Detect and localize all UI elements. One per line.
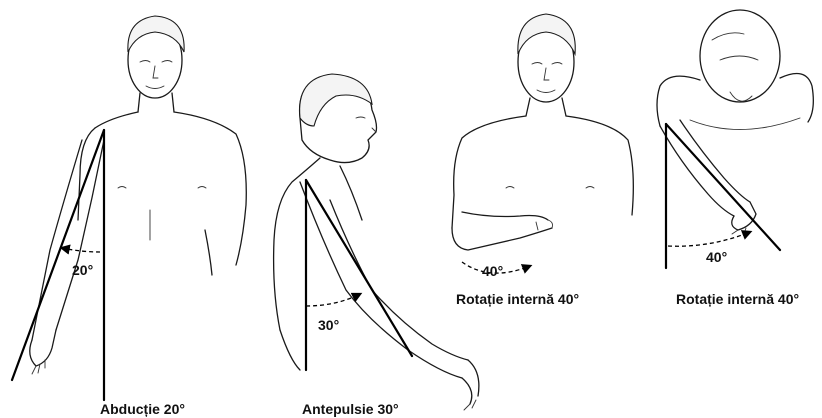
rotatie-top-caption: Rotație internă 40° — [676, 291, 799, 307]
figure-abductie: 20° Abducție 20° — [12, 16, 246, 417]
abductie-angle-label: 20° — [72, 262, 93, 278]
rotatie-front-angle-label: 40° — [482, 263, 503, 279]
rotatie-front-caption: Rotație internă 40° — [456, 291, 579, 307]
rotatie-top-arm-axis — [666, 124, 780, 250]
figure-rotatie-front-body — [452, 14, 633, 250]
abductie-caption: Abducție 20° — [100, 401, 185, 417]
antepulsie-angle-label: 30° — [318, 317, 339, 333]
abductie-arm-axis — [12, 130, 104, 380]
figure-antepulsie: 30° Antepulsie 30° — [274, 74, 479, 417]
rotatie-top-angle-arc — [668, 232, 750, 246]
antepulsie-caption: Antepulsie 30° — [302, 401, 399, 417]
figure-rotatie-front: 40° Rotație internă 40° — [452, 14, 633, 307]
antepulsie-angle-arc — [306, 294, 360, 306]
figure-abductie-body — [30, 16, 247, 374]
figure-rotatie-top: 40° Rotație internă 40° — [657, 10, 813, 307]
rotatie-top-angle-label: 40° — [706, 249, 727, 265]
figure-antepulsie-body — [274, 74, 479, 410]
